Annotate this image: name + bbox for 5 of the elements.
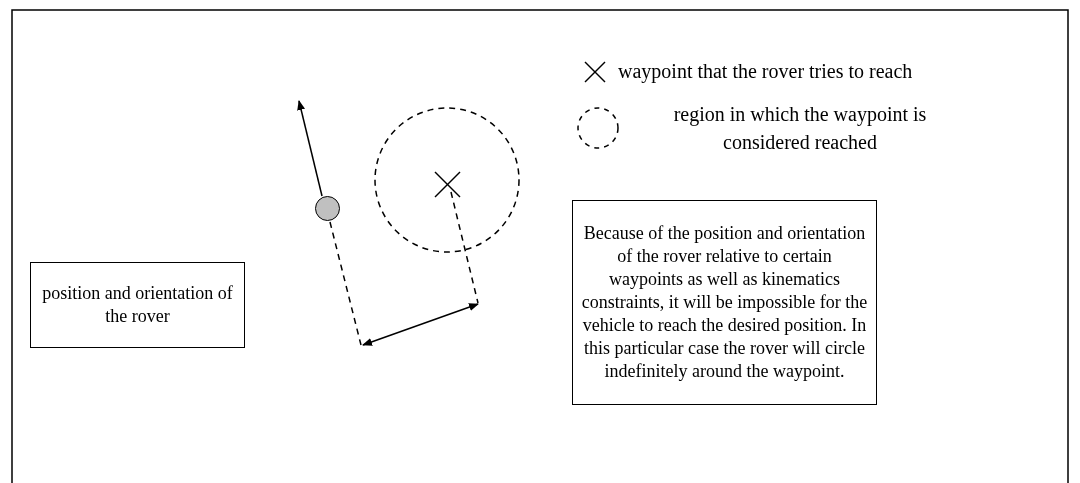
legend-text: waypoint that the rover tries to reach bbox=[618, 59, 914, 85]
rover-circle bbox=[315, 196, 340, 221]
legend-text: region in which the waypoint is considered reached bbox=[672, 102, 928, 155]
label-box: position and orientation of the rover bbox=[30, 262, 245, 348]
note-box: Because of the position and orientation of the rover relative to certain waypoints as well as kinematics constraints, it will be impossible for the vehicle to reach the desired position. In this particular case the rover will circle indefinitely around the waypoint. bbox=[572, 200, 877, 405]
